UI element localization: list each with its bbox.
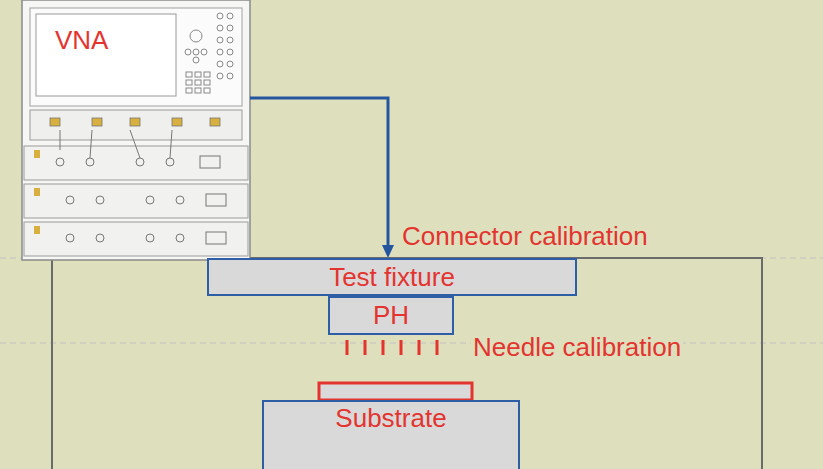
- node-text: PH: [373, 301, 409, 330]
- pad-area: [319, 383, 472, 400]
- fixture-box: Test fixture: [207, 258, 577, 296]
- instrument-box: VNA: [22, 0, 250, 260]
- node-text: VNA: [55, 26, 108, 55]
- substrate-box: Substrate: [262, 400, 520, 469]
- vna-instrument: [22, 0, 250, 260]
- enclosure-outline: [52, 258, 762, 469]
- probe-head-box: PH: [328, 296, 454, 335]
- probe-needles: [347, 340, 437, 355]
- calibration-label: Needle calibration: [471, 333, 683, 362]
- node-text: Substrate: [335, 404, 446, 433]
- connector-line: [250, 98, 388, 247]
- arrow-head: [382, 245, 394, 258]
- node-text: Test fixture: [329, 263, 455, 292]
- dashed-guide: [0, 343, 823, 344]
- signal-connector: [250, 98, 394, 258]
- calibration-label: Connector calibration: [400, 222, 650, 251]
